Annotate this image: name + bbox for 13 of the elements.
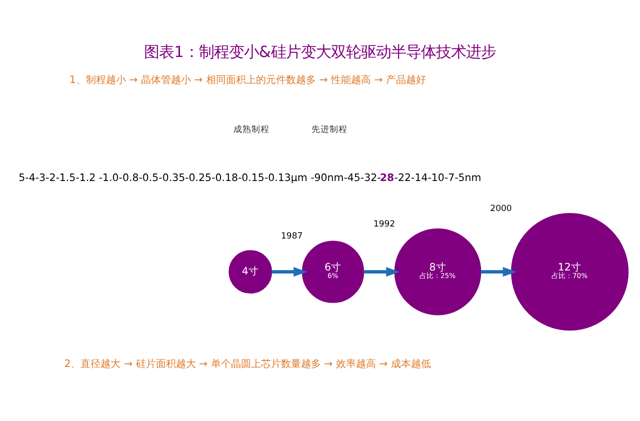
label: 5-4-3-2-1.5-1.2 -1.0-0.8-0.5-0.35-0.25-0.18-0.15-0.13μm -90nm-45-32-28-22-14-10-7-5nm	[18, 173, 482, 184]
node-label: 1992	[373, 219, 396, 230]
arrow	[272, 267, 308, 277]
node-label: 1987	[281, 232, 303, 242]
arrow	[364, 267, 400, 277]
label: 2、直径越大 → 硅片面积越大 → 单个晶圆上芯片数量越多 → 效率越高 → 成本越低	[64, 358, 431, 370]
label: 1、制程越小 → 晶体管越小 → 相同面积上的元件数越多 → 性能越高 → 产品越好	[69, 75, 426, 86]
diagram-title: 图表1：制程变小&硅片变大双轮驱动半导体技术进步	[144, 43, 496, 62]
label: 成熟制程	[233, 125, 270, 136]
node-circle: 4寸	[228, 250, 272, 294]
node-label: 2000	[490, 204, 512, 214]
arrow	[480, 267, 517, 277]
label: 先进制程	[312, 125, 348, 136]
